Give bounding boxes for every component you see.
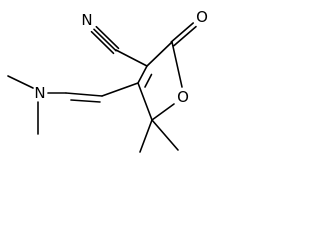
bond-c3-c2 xyxy=(146,41,173,67)
bond-c2-ring-o xyxy=(171,41,183,88)
bond-c5-methyl-2 xyxy=(151,119,179,151)
bond-amine-methyl-1 xyxy=(7,75,34,89)
vinyl-double-bond-outer xyxy=(65,92,103,97)
bond-c3-cn xyxy=(115,49,148,67)
nitrile-triple-bond-2 xyxy=(95,25,120,50)
ring-double-bond-inner xyxy=(144,73,153,88)
nitrile-nitrogen-label: N xyxy=(81,11,92,29)
nitrile-triple-bond-3 xyxy=(90,30,115,55)
carbonyl-oxygen-label: O xyxy=(196,8,208,26)
carbonyl-double-bond-2 xyxy=(173,25,197,47)
bond-ring-o-c5 xyxy=(151,103,175,121)
ring-double-bond-outer xyxy=(137,65,148,84)
amine-nitrogen-label: N xyxy=(34,84,45,102)
vinyl-double-bond-inner xyxy=(70,99,101,103)
nitrile-triple-bond-1 xyxy=(93,28,117,52)
bond-c5-methyl-1 xyxy=(139,119,153,153)
ring-oxygen-label: O xyxy=(177,88,189,106)
bond-c5-c4 xyxy=(137,82,153,121)
carbonyl-double-bond-1 xyxy=(170,22,194,43)
chemical-structure-diagram: N O O N xyxy=(7,8,208,153)
bond-c4-vinyl xyxy=(101,82,139,97)
